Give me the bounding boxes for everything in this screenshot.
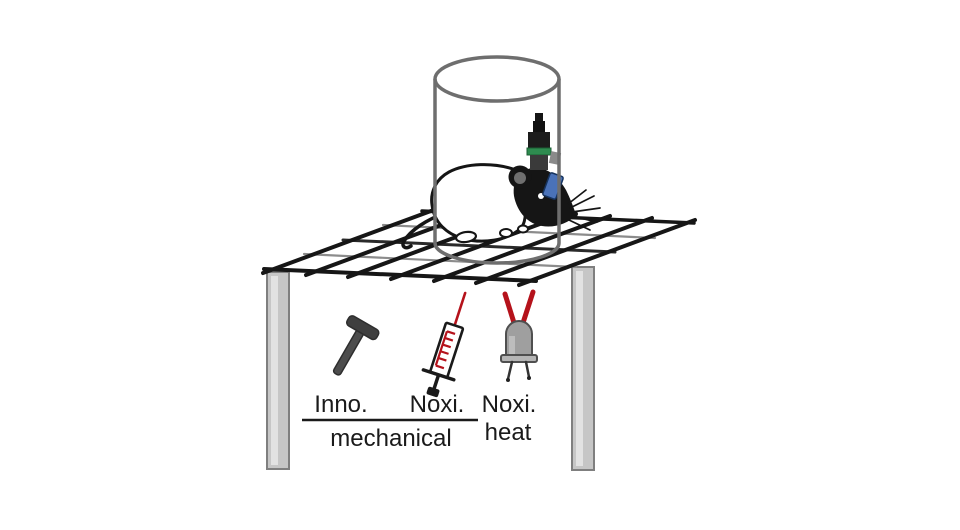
heat-rays — [502, 289, 536, 329]
mouse-front-paw — [499, 228, 513, 238]
label-noxious-heat-bottom: heat — [485, 419, 532, 446]
label-innocuous: Inno. — [314, 391, 367, 418]
cylinder-top-rim — [433, 55, 561, 103]
label-noxious-mechanical: Noxi. — [410, 391, 465, 418]
mouse-hind-foot — [454, 230, 478, 244]
led-icon — [500, 289, 538, 382]
innocuous-brush-icon — [332, 315, 380, 376]
led-pins — [506, 360, 531, 381]
label-mechanical: mechanical — [330, 425, 451, 452]
mouse-whiskers — [567, 189, 601, 231]
implant-base — [530, 155, 548, 170]
table-leg-left — [266, 271, 290, 470]
observation-cylinder — [433, 55, 561, 265]
label-noxious-heat-top: Noxi. — [482, 391, 537, 418]
mouse-front-paw — [517, 224, 529, 234]
mouse-tail — [401, 211, 447, 250]
implant-body — [528, 132, 550, 148]
mouse-inner-ear — [514, 172, 526, 184]
syringe-icon — [421, 291, 467, 398]
led-flange — [500, 354, 538, 363]
implant-connector — [533, 121, 545, 133]
implant-green-band — [526, 147, 552, 156]
cylinder-bottom-rim — [433, 242, 561, 265]
table-leg-right — [571, 266, 595, 471]
